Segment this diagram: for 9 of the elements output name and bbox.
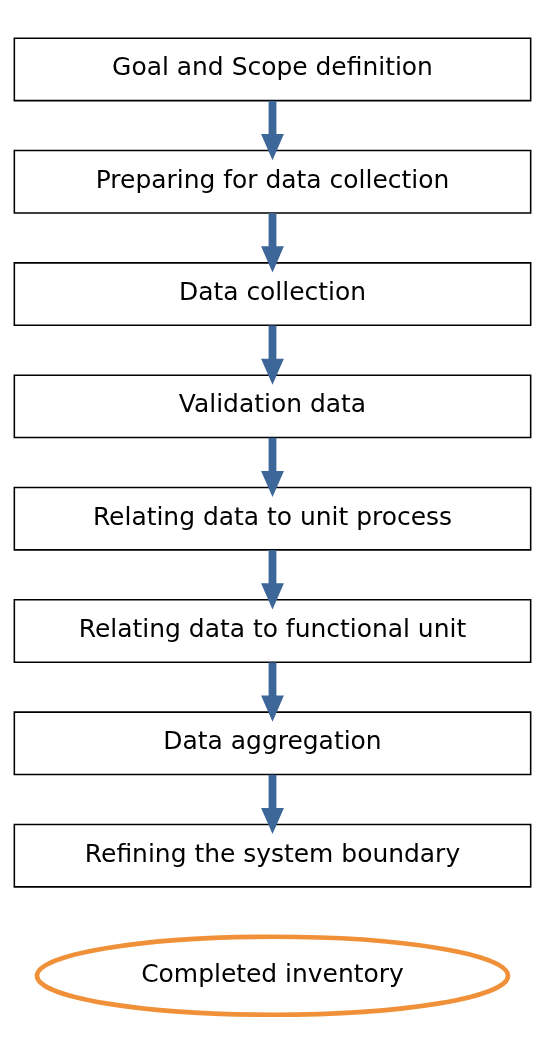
- node-box: Validation data: [13, 374, 532, 439]
- node-box: Relating data to functional unit: [13, 599, 532, 663]
- node-box: Preparing for data collection: [13, 149, 532, 214]
- node-box: Data aggregation: [13, 711, 532, 776]
- node-box: Relating data to unit process: [13, 486, 532, 551]
- node-ellipse: Completed inventory: [34, 934, 511, 1018]
- node-box: Data collection: [13, 262, 532, 327]
- node-box: Refining the system boundary: [13, 823, 532, 888]
- node-box: Goal and Scope definition: [13, 37, 532, 102]
